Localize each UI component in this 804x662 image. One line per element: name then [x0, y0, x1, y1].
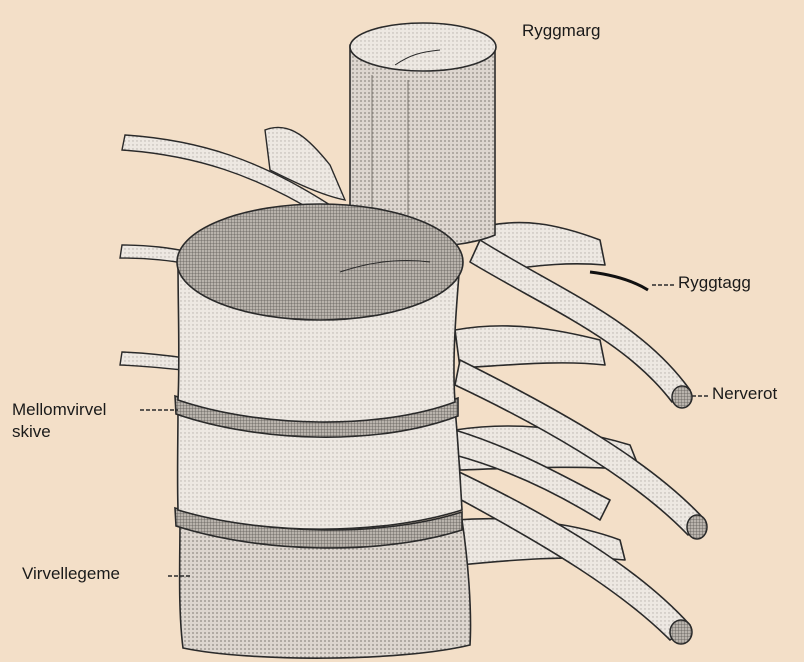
vertebral-arch-middle — [455, 326, 605, 368]
label-disc-line1: Mellomvirvel — [12, 399, 106, 421]
vertebral-body-top-surface — [177, 204, 463, 320]
label-disc-line2: skive — [12, 421, 106, 443]
label-intervertebral-disc: Mellomvirvel skive — [12, 399, 106, 443]
nerve-root-end — [672, 386, 692, 408]
label-nerve-root: Nerverot — [712, 383, 777, 405]
label-spinal-cord: Ryggmarg — [522, 20, 600, 42]
label-spinous-process: Ryggtagg — [678, 272, 751, 294]
left-nerve-3 — [120, 352, 185, 370]
spinous-process-marking — [590, 272, 648, 290]
spinal-cord-top — [350, 23, 496, 71]
rib-end-middle — [687, 515, 707, 539]
label-vertebral-body: Virvellegeme — [22, 563, 120, 585]
rib-end-lower — [670, 620, 692, 644]
